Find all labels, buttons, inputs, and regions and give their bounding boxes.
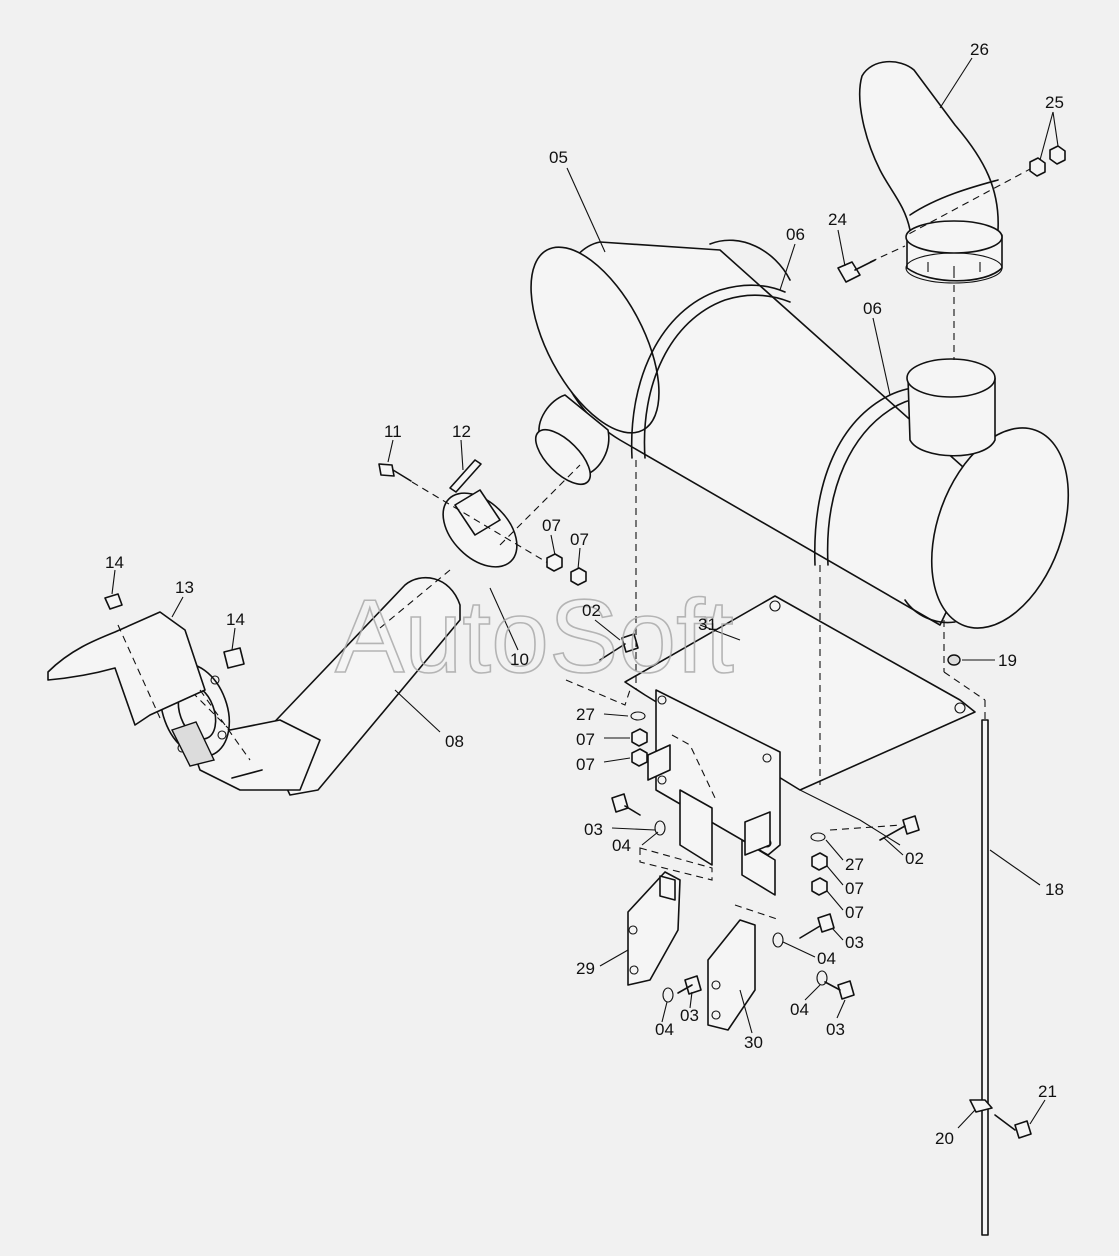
label-30: 30	[744, 1033, 763, 1052]
label-07-c: 07	[576, 730, 595, 749]
label-29: 29	[576, 959, 595, 978]
label-02-b: 02	[905, 849, 924, 868]
label-07-a: 07	[542, 516, 561, 535]
muffler-inlet	[534, 394, 610, 486]
label-31: 31	[698, 615, 717, 634]
bracket-30	[707, 919, 756, 1031]
label-27-a: 27	[576, 705, 595, 724]
label-12: 12	[452, 422, 471, 441]
muffler-outlet	[906, 358, 996, 457]
label-14-a: 14	[105, 553, 124, 572]
bracket-31	[565, 595, 976, 921]
bolt-24	[837, 245, 906, 283]
label-02-a: 02	[582, 601, 601, 620]
label-05: 05	[549, 148, 568, 167]
label-07-f: 07	[845, 903, 864, 922]
label-03-b: 03	[845, 933, 864, 952]
label-26: 26	[970, 40, 989, 59]
label-24: 24	[828, 210, 847, 229]
bolt-21	[994, 1114, 1032, 1139]
label-03-d: 03	[826, 1020, 845, 1039]
washer	[630, 711, 828, 1003]
muffler	[530, 239, 1070, 629]
label-03-c: 03	[680, 1006, 699, 1025]
label-07-d: 07	[576, 755, 595, 774]
heat-shield	[47, 593, 251, 761]
label-04-c: 04	[655, 1020, 674, 1039]
label-21: 21	[1038, 1082, 1057, 1101]
label-25: 25	[1045, 93, 1064, 112]
label-04-b: 04	[817, 949, 836, 968]
label-27-b: 27	[845, 855, 864, 874]
label-04-a: 04	[612, 836, 631, 855]
label-20: 20	[935, 1129, 954, 1148]
label-13: 13	[175, 578, 194, 597]
bracket-29	[627, 871, 681, 986]
bolt-03	[611, 793, 855, 1000]
label-19: 19	[998, 651, 1017, 670]
label-03-a: 03	[584, 820, 603, 839]
label-06-b: 06	[863, 299, 882, 318]
bolt-02	[599, 633, 920, 841]
part-labels: 26 25 05 06 24 06 11 12 07 07 14 13 14 0…	[105, 40, 1064, 1148]
label-07-b: 07	[570, 530, 589, 549]
label-10: 10	[510, 650, 529, 669]
label-07-e: 07	[845, 879, 864, 898]
exhaust-elbow	[858, 60, 1033, 360]
label-04-d: 04	[790, 1000, 809, 1019]
nut-07-lower	[631, 728, 828, 896]
label-18: 18	[1045, 880, 1064, 899]
label-11: 11	[384, 422, 402, 441]
leader-lines	[111, 57, 1059, 1129]
clip-20	[969, 1099, 993, 1113]
label-06-a: 06	[786, 225, 805, 244]
pin-12	[449, 459, 482, 493]
clamp	[379, 464, 581, 629]
bolt-11	[378, 463, 412, 482]
nut-25	[1029, 145, 1066, 177]
label-14-b: 14	[226, 610, 245, 629]
label-08: 08	[445, 732, 464, 751]
watermark: AutoSoft	[335, 579, 734, 695]
